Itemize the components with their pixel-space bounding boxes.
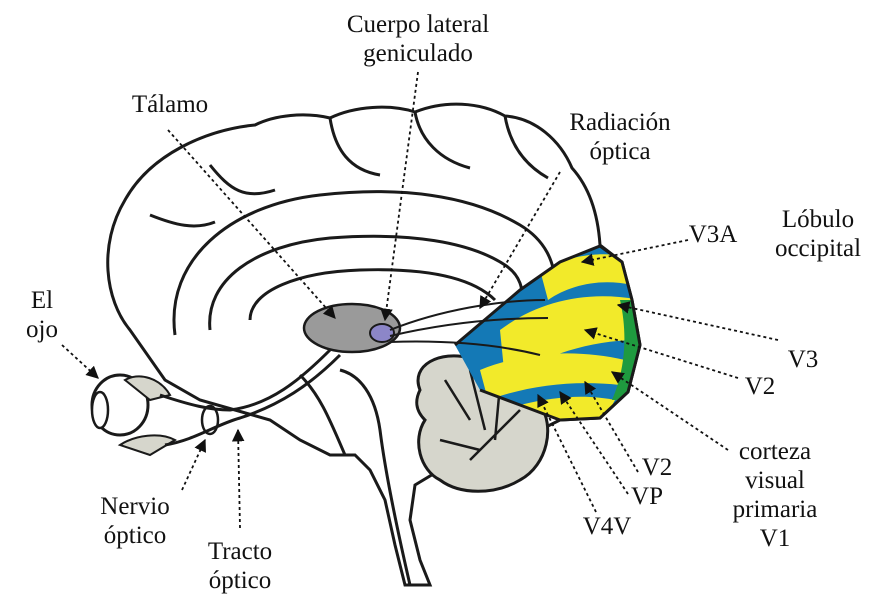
- label-radiacion: Radiación óptica: [540, 108, 700, 166]
- leader-v4v: [538, 395, 596, 512]
- label-cuerpo-lateral: Cuerpo lateral geniculado: [318, 10, 518, 68]
- leader-v2-upper: [585, 330, 738, 378]
- label-v3a: V3A: [678, 220, 748, 249]
- label-nervio: Nervio óptico: [75, 492, 195, 550]
- label-lobulo: Lóbulo occipital: [758, 205, 878, 263]
- label-vp: VP: [622, 482, 672, 511]
- label-talamo: Tálamo: [95, 90, 245, 119]
- leader-v3a: [582, 240, 688, 262]
- leader-radiacion: [480, 172, 560, 308]
- label-v2-lower: V2: [632, 453, 682, 482]
- leader-el-ojo: [62, 345, 98, 378]
- label-tracto: Tracto óptico: [180, 537, 300, 595]
- leader-v2-lower: [585, 382, 638, 472]
- label-v4v: V4V: [572, 512, 642, 541]
- label-v2-upper: V2: [735, 372, 785, 401]
- label-corteza: corteza visual primaria V1: [715, 437, 835, 553]
- leader-tracto: [238, 430, 240, 528]
- label-v3: V3: [778, 345, 828, 374]
- leader-nervio: [182, 440, 205, 490]
- label-el-ojo: El ojo: [12, 286, 72, 344]
- leader-talamo: [168, 130, 335, 318]
- leader-cuerpo-lateral: [385, 72, 418, 320]
- leader-vp: [560, 392, 628, 494]
- leader-v3: [618, 305, 778, 340]
- leader-corteza: [612, 372, 728, 450]
